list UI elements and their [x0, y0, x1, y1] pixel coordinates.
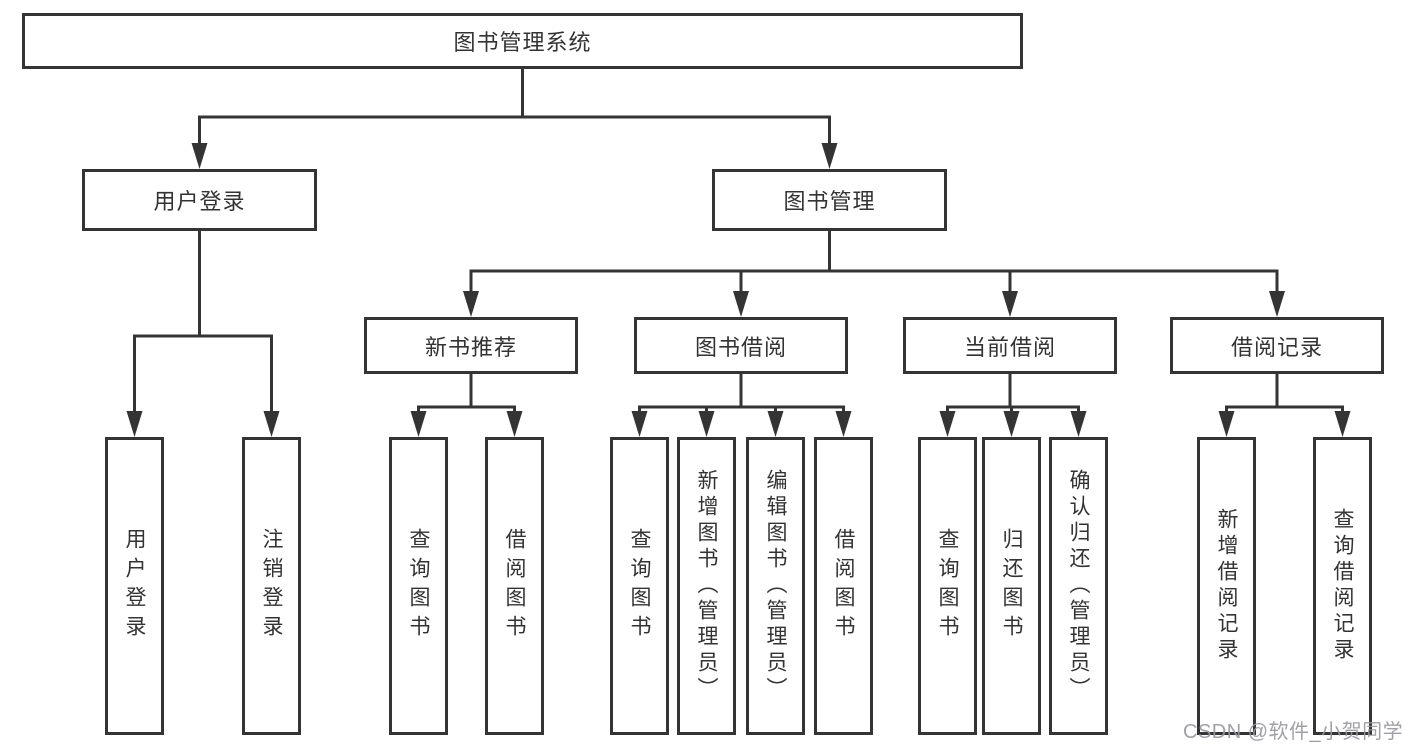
node-label: 借阅记录	[1230, 334, 1323, 360]
leaf-logout: 注销登录	[242, 437, 301, 735]
leaf-add-books-admin: 新增图书（管理员）	[677, 437, 736, 735]
leaf-return-books: 归还图书	[982, 437, 1041, 735]
node-label: 用户登录	[153, 189, 246, 214]
node-library-management-system: 图书管理系统	[22, 13, 1023, 69]
node-label: 借阅图书	[503, 528, 526, 644]
node-label: 借阅图书	[832, 528, 855, 644]
node-label: 注销登录	[260, 528, 283, 644]
node-label: 当前借阅	[963, 334, 1056, 360]
node-user-login: 用户登录	[82, 169, 317, 231]
csdn-watermark: CSDN @软件_小贺同学	[1183, 721, 1404, 743]
node-label: 图书借阅	[694, 334, 787, 360]
node-label: 图书管理系统	[453, 30, 592, 55]
node-label: 新增借阅记录	[1215, 508, 1238, 664]
node-label: 查询图书	[936, 528, 959, 644]
node-label: 编辑图书（管理员）	[764, 469, 787, 703]
node-label: 确认归还（管理员）	[1067, 469, 1090, 703]
leaf-confirm-return-admin: 确认归还（管理员）	[1049, 437, 1108, 735]
node-label: 新增图书（管理员）	[695, 469, 718, 703]
node-label: 查询借阅记录	[1331, 508, 1354, 664]
node-borrowing-records: 借阅记录	[1170, 317, 1384, 374]
leaf-query-books-recommend: 查询图书	[389, 437, 448, 735]
node-label: 查询图书	[407, 528, 430, 644]
leaf-add-borrow-record: 新增借阅记录	[1197, 437, 1256, 735]
node-label: 查询图书	[628, 528, 651, 644]
node-book-management: 图书管理	[712, 169, 947, 231]
leaf-borrow-books-recommend: 借阅图书	[485, 437, 544, 735]
leaf-query-borrow-record: 查询借阅记录	[1313, 437, 1372, 735]
node-label: 图书管理	[783, 189, 876, 214]
leaf-borrow-books: 借阅图书	[814, 437, 873, 735]
node-new-book-recommendation: 新书推荐	[364, 317, 578, 374]
leaf-query-books-current: 查询图书	[918, 437, 977, 735]
node-book-borrowing: 图书借阅	[634, 317, 848, 374]
leaf-query-books-borrowing: 查询图书	[610, 437, 669, 735]
leaf-user-login: 用户登录	[105, 437, 164, 735]
node-current-borrowing: 当前借阅	[903, 317, 1117, 374]
node-label: 归还图书	[1000, 528, 1023, 644]
leaf-edit-books-admin: 编辑图书（管理员）	[746, 437, 805, 735]
node-label: 用户登录	[123, 528, 146, 644]
node-label: 新书推荐	[424, 334, 517, 360]
